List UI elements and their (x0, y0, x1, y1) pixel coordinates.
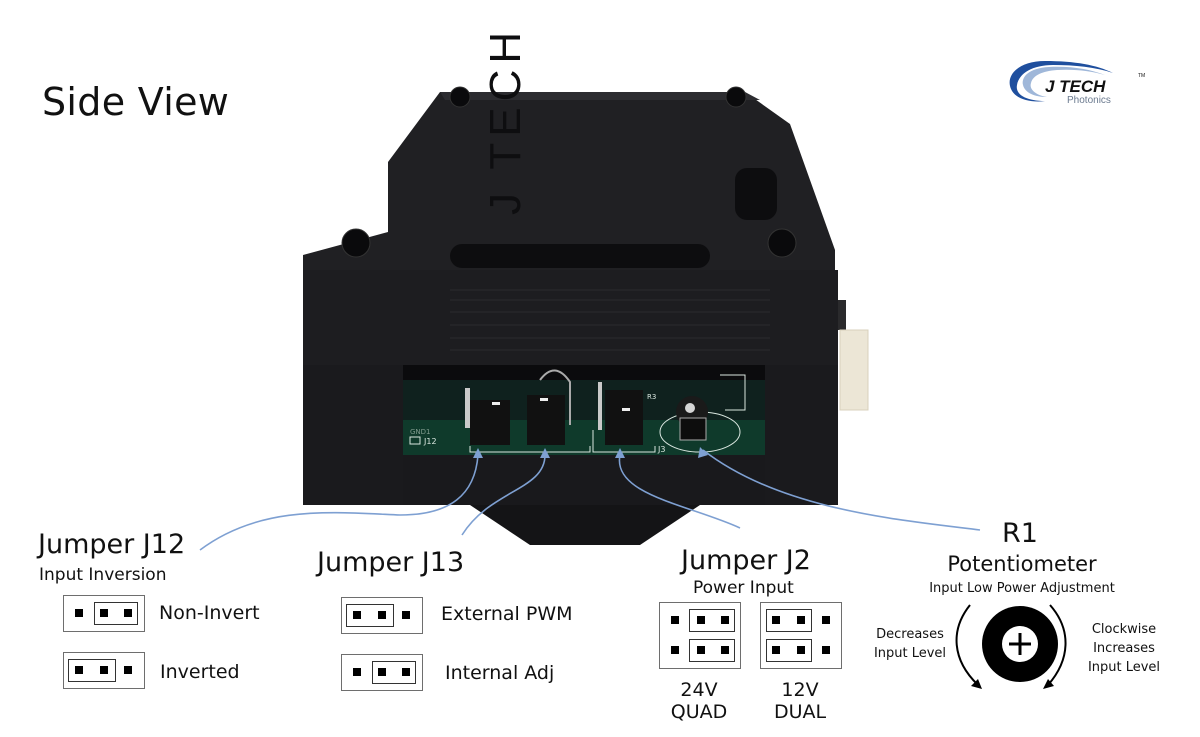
svg-text:J12: J12 (423, 437, 437, 446)
j2-config-12v-dual-diagram (760, 602, 842, 669)
logo-text: J TECH (1045, 77, 1106, 96)
case-front (303, 270, 838, 365)
case-foot (470, 505, 700, 545)
logo-tagline: Photonics (1067, 95, 1111, 106)
callout-lines (199, 449, 981, 551)
pcb-board (403, 420, 765, 455)
j12-option-inverted-diagram (63, 652, 145, 689)
callout-r1 (702, 449, 981, 531)
screw-icon (767, 228, 797, 258)
pcb-jumper-j13 (527, 369, 571, 445)
lid-jtech-text: J TECH (481, 26, 530, 215)
svg-text:TM: TM (1138, 73, 1145, 79)
j13-option-label: External PWM (441, 603, 573, 625)
pcb-jumper-j2 (598, 382, 643, 445)
screw-icon (449, 86, 471, 108)
arrow-right-clockwise-icon (1047, 604, 1067, 686)
connector-latch (838, 300, 846, 330)
j13-option-internal-adj-diagram (341, 654, 423, 691)
callout-j13 (461, 454, 546, 536)
j12-option-label: Inverted (160, 661, 240, 683)
r1-right-note: Clockwise Increases Input Level (1087, 622, 1161, 675)
callout-j2 (618, 454, 741, 529)
white-connector (839, 329, 869, 411)
arrow-left-counterclockwise-icon (955, 604, 979, 686)
j12-option-label: Non-Invert (159, 602, 260, 624)
lid-slot-front (450, 244, 710, 268)
j12-option-non-invert-diagram (63, 595, 145, 632)
lid-slot-side (735, 168, 777, 220)
j2-config-24v-quad-diagram (659, 602, 741, 669)
logo-swoosh-icon: J TECH TM Photonics (1009, 61, 1145, 106)
j12-heading: Jumper J12 (38, 529, 186, 560)
pcb-jumper-j12 (465, 388, 510, 445)
j12-subheading: Input Inversion (39, 565, 167, 585)
j2-subheading: Power Input (693, 578, 794, 598)
svg-text:J3: J3 (657, 445, 665, 454)
screw-icon (725, 86, 747, 108)
r1-description: Input Low Power Adjustment (929, 581, 1115, 596)
svg-text:J TECH: J TECH (481, 26, 530, 215)
j2-heading: Jumper J2 (681, 545, 811, 576)
svg-text:GND1: GND1 (410, 428, 431, 436)
potentiometer-diagram (955, 604, 1067, 689)
callout-j12 (199, 454, 479, 551)
case-lid (303, 92, 835, 275)
j13-option-label: Internal Adj (445, 662, 555, 684)
pcb-potentiometer-r1 (676, 396, 708, 441)
j2-config-12v-label: 12V DUAL (773, 679, 827, 723)
j2-config-24v-label: 24V QUAD (670, 679, 728, 723)
r1-heading: R1 (1002, 518, 1038, 549)
r1-left-note: Decreases Input Level (873, 627, 947, 661)
j13-option-external-pwm-diagram (341, 597, 423, 634)
jtech-photonics-logo: J TECH TM Photonics (1005, 55, 1155, 107)
screw-icon (341, 228, 371, 258)
r1-subheading: Potentiometer (947, 552, 1097, 576)
j13-heading: Jumper J13 (317, 547, 465, 578)
svg-text:R3: R3 (647, 393, 656, 401)
page-title: Side View (42, 80, 230, 124)
